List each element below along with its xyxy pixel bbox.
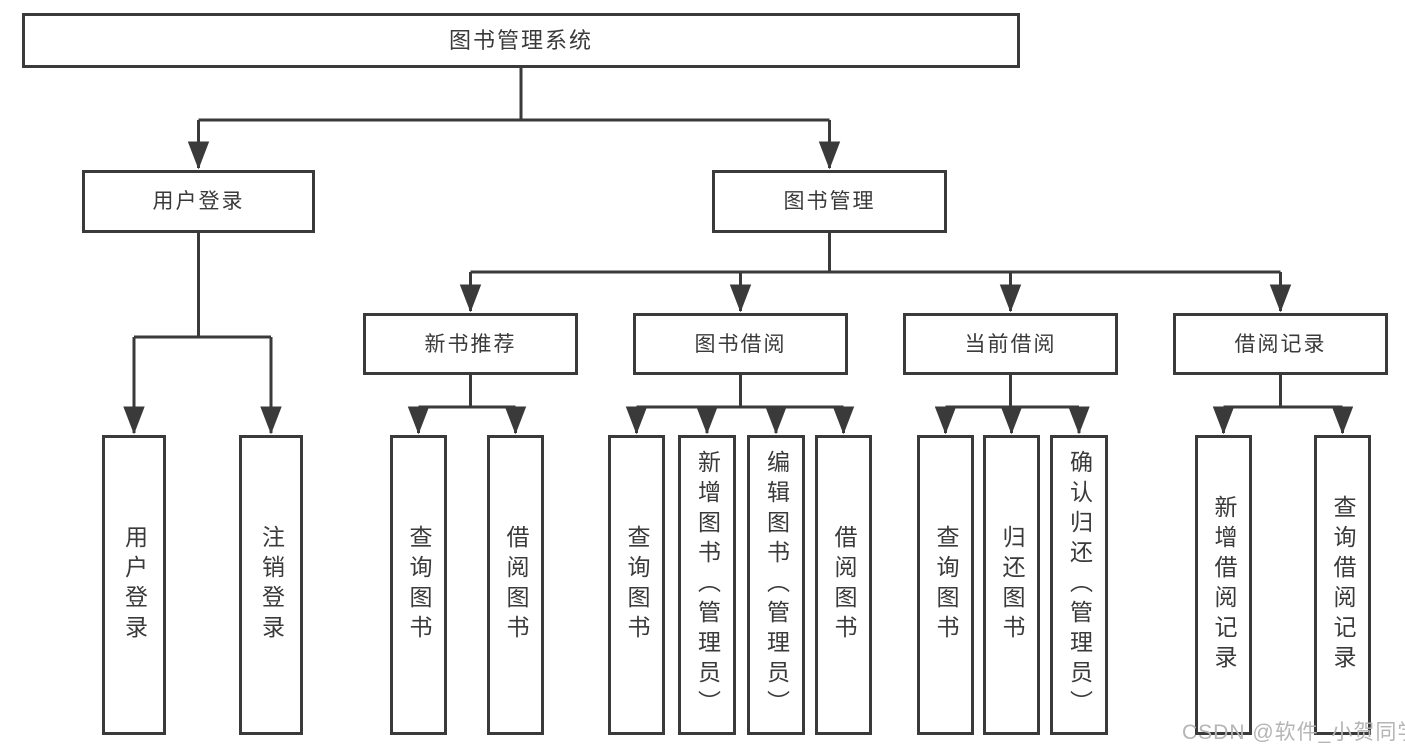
- leaf-query-books-borrow: 查询图书: [608, 435, 665, 735]
- leaf-query-books-recommend: 查询图书: [390, 435, 447, 735]
- leaf-query-books-borrow-label: 查询图书: [624, 525, 650, 645]
- leaf-add-book-admin-label: 新增图书（管理员）: [694, 450, 721, 720]
- node-library-system: 图书管理系统: [22, 13, 1020, 68]
- leaf-add-book-admin: 新增图书（管理员）: [678, 435, 736, 735]
- leaf-query-borrow-record: 查询借阅记录: [1314, 435, 1371, 735]
- leaf-confirm-return-admin: 确认归还（管理员）: [1050, 435, 1108, 735]
- node-new-book-recommend: 新书推荐: [363, 313, 578, 375]
- leaf-edit-book-admin-label: 编辑图书（管理员）: [763, 450, 790, 720]
- node-library-system-label: 图书管理系统: [448, 27, 593, 53]
- node-borrow-records: 借阅记录: [1173, 313, 1388, 375]
- leaf-logout-label: 注销登录: [258, 525, 285, 645]
- leaf-borrow-books-label: 借阅图书: [831, 525, 857, 645]
- node-book-borrow-label: 图书借阅: [694, 332, 787, 356]
- node-book-management: 图书管理: [712, 170, 947, 233]
- leaf-query-books-recommend-label: 查询图书: [406, 525, 432, 645]
- node-current-borrow: 当前借阅: [903, 313, 1118, 375]
- leaf-borrow-books-recommend: 借阅图书: [487, 435, 544, 735]
- leaf-borrow-books: 借阅图书: [815, 435, 872, 735]
- node-new-book-recommend-label: 新书推荐: [424, 332, 517, 356]
- leaf-add-borrow-record: 新增借阅记录: [1195, 435, 1252, 735]
- node-book-management-label: 图书管理: [783, 190, 876, 213]
- leaf-user-login: 用户登录: [102, 435, 166, 735]
- node-book-borrow: 图书借阅: [633, 313, 848, 375]
- leaf-return-book-label: 归还图书: [999, 525, 1025, 645]
- leaf-add-borrow-record-label: 新增借阅记录: [1211, 495, 1237, 675]
- node-user-login: 用户登录: [82, 170, 315, 233]
- csdn-watermark: CSDN @软件_小贺同学: [1182, 721, 1405, 744]
- leaf-logout: 注销登录: [239, 435, 303, 735]
- node-user-login-label: 用户登录: [152, 190, 245, 213]
- node-current-borrow-label: 当前借阅: [964, 332, 1057, 356]
- leaf-edit-book-admin: 编辑图书（管理员）: [747, 435, 805, 735]
- leaf-query-books-current-label: 查询图书: [933, 525, 959, 645]
- leaf-user-login-label: 用户登录: [121, 525, 148, 645]
- leaf-confirm-return-admin-label: 确认归还（管理员）: [1066, 450, 1093, 720]
- leaf-query-books-current: 查询图书: [917, 435, 974, 735]
- node-borrow-records-label: 借阅记录: [1234, 332, 1327, 356]
- leaf-borrow-books-recommend-label: 借阅图书: [503, 525, 529, 645]
- leaf-return-book: 归还图书: [983, 435, 1040, 735]
- leaf-query-borrow-record-label: 查询借阅记录: [1330, 495, 1356, 675]
